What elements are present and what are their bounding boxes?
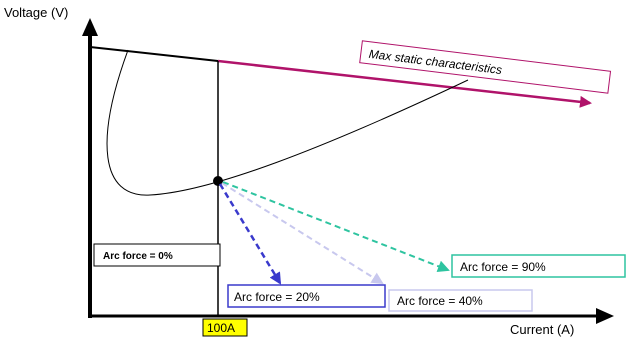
arc-force-40-label: Arc force = 40%: [397, 294, 483, 308]
static-characteristic-black: [89, 46, 219, 62]
arc-force-40-arrow: [221, 182, 384, 285]
current-100a-label: 100A: [207, 321, 235, 335]
x-axis-label: Current (A): [510, 322, 574, 337]
arc-force-40-box: [388, 289, 533, 312]
y-axis-label: Voltage (V): [4, 5, 68, 20]
operating-point: [213, 176, 223, 186]
y-axis-arrowhead: [82, 18, 98, 36]
x-axis-arrowhead: [596, 308, 614, 324]
arc-force-90-box: [451, 254, 626, 278]
max-static-characteristic-line: [217, 59, 592, 108]
arc-force-20-arrow: [218, 183, 282, 285]
arc-force-20-box: [227, 284, 386, 308]
arc-force-0-box: [93, 243, 221, 267]
arc-force-90-arrow: [222, 181, 450, 272]
arc-characteristic-curve: [106, 49, 469, 196]
current-100a-marker: [202, 318, 248, 337]
arc-force-90-label: Arc force = 90%: [460, 260, 546, 274]
arc-force-20-label: Arc force = 20%: [234, 290, 320, 304]
arc-force-0-label: Arc force = 0%: [103, 251, 173, 262]
max-static-label-box: Max static characteristics: [359, 40, 612, 94]
